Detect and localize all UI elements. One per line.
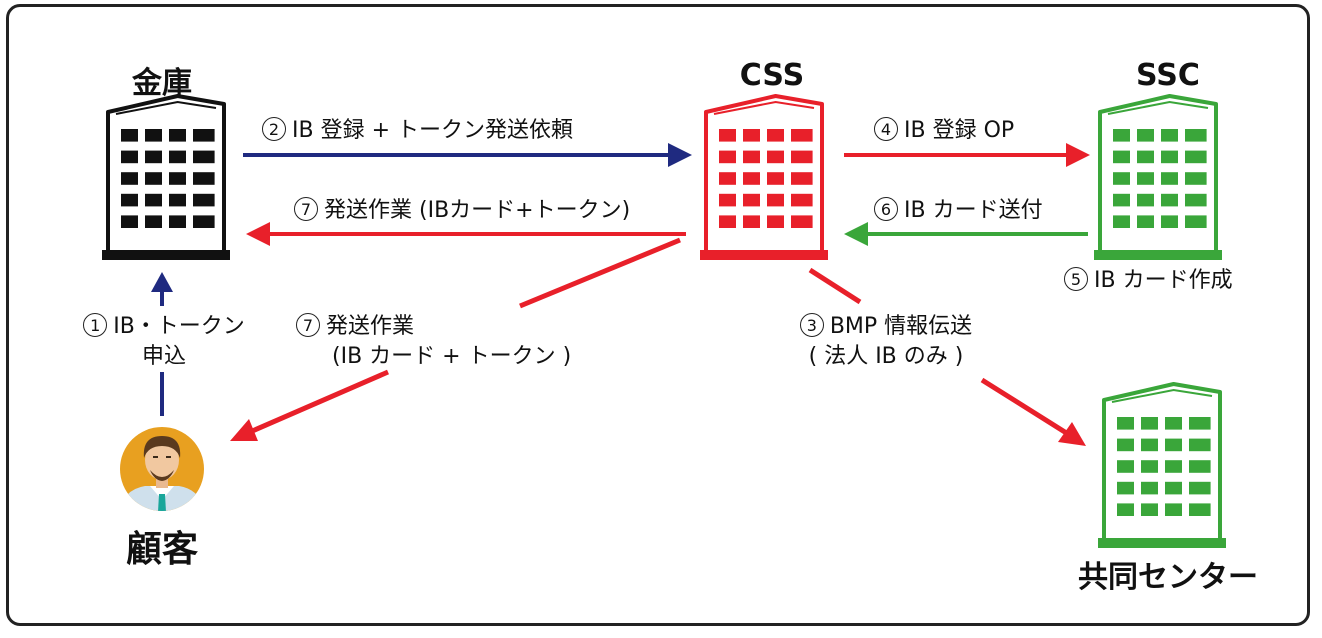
step1-number: 1 <box>83 313 108 337</box>
diagram-frame <box>6 4 1310 626</box>
step7b-number: 7 <box>296 313 320 337</box>
step2-number: 2 <box>262 117 286 141</box>
step1-line2: 申込 <box>141 344 186 369</box>
step6-text: IB カード送付 <box>904 198 1043 223</box>
center-title: 共同センター <box>1078 560 1258 595</box>
arrow-step7a <box>246 222 686 246</box>
css-title: CSS <box>739 58 805 93</box>
step3-number: 3 <box>799 313 824 337</box>
step3-line2: ( 法人 IB のみ ) <box>808 344 964 369</box>
bank-title: 金庫 <box>132 66 192 101</box>
step5-text: IB カード作成 <box>1094 268 1233 293</box>
step2-text: IB 登録 + トークン発送依頼 <box>292 118 573 143</box>
step7a-text: 発送作業 (IBカード+トークン) <box>324 198 631 223</box>
css-building-icon <box>700 94 828 260</box>
step7b-line1: 発送作業 <box>326 314 415 339</box>
arrow-step3 <box>808 267 1086 446</box>
customer-person-icon <box>120 427 204 511</box>
arrow-step1 <box>151 272 173 416</box>
center-building-icon <box>1098 382 1226 548</box>
step1-line1: IB・トークン <box>113 314 245 339</box>
step4-text: IB 登録 OP <box>904 118 1015 143</box>
arrow-step6 <box>844 222 1088 246</box>
arrow-step2 <box>243 143 692 167</box>
step7b-line2: (IB カード + トークン ) <box>332 344 572 369</box>
step3-line1: BMP 情報伝送 <box>829 314 973 339</box>
arrow-step7b <box>230 237 681 441</box>
step4-number: 4 <box>874 117 898 141</box>
ssc-building-icon <box>1094 94 1222 260</box>
customer-title: 顧客 <box>125 529 198 570</box>
arrow-step4 <box>844 143 1090 167</box>
step7a-number: 7 <box>294 197 318 221</box>
bank-building-icon <box>102 94 230 260</box>
step5-number: 5 <box>1064 267 1088 291</box>
step6-number: 6 <box>874 197 898 221</box>
ssc-title: SSC <box>1136 58 1200 93</box>
